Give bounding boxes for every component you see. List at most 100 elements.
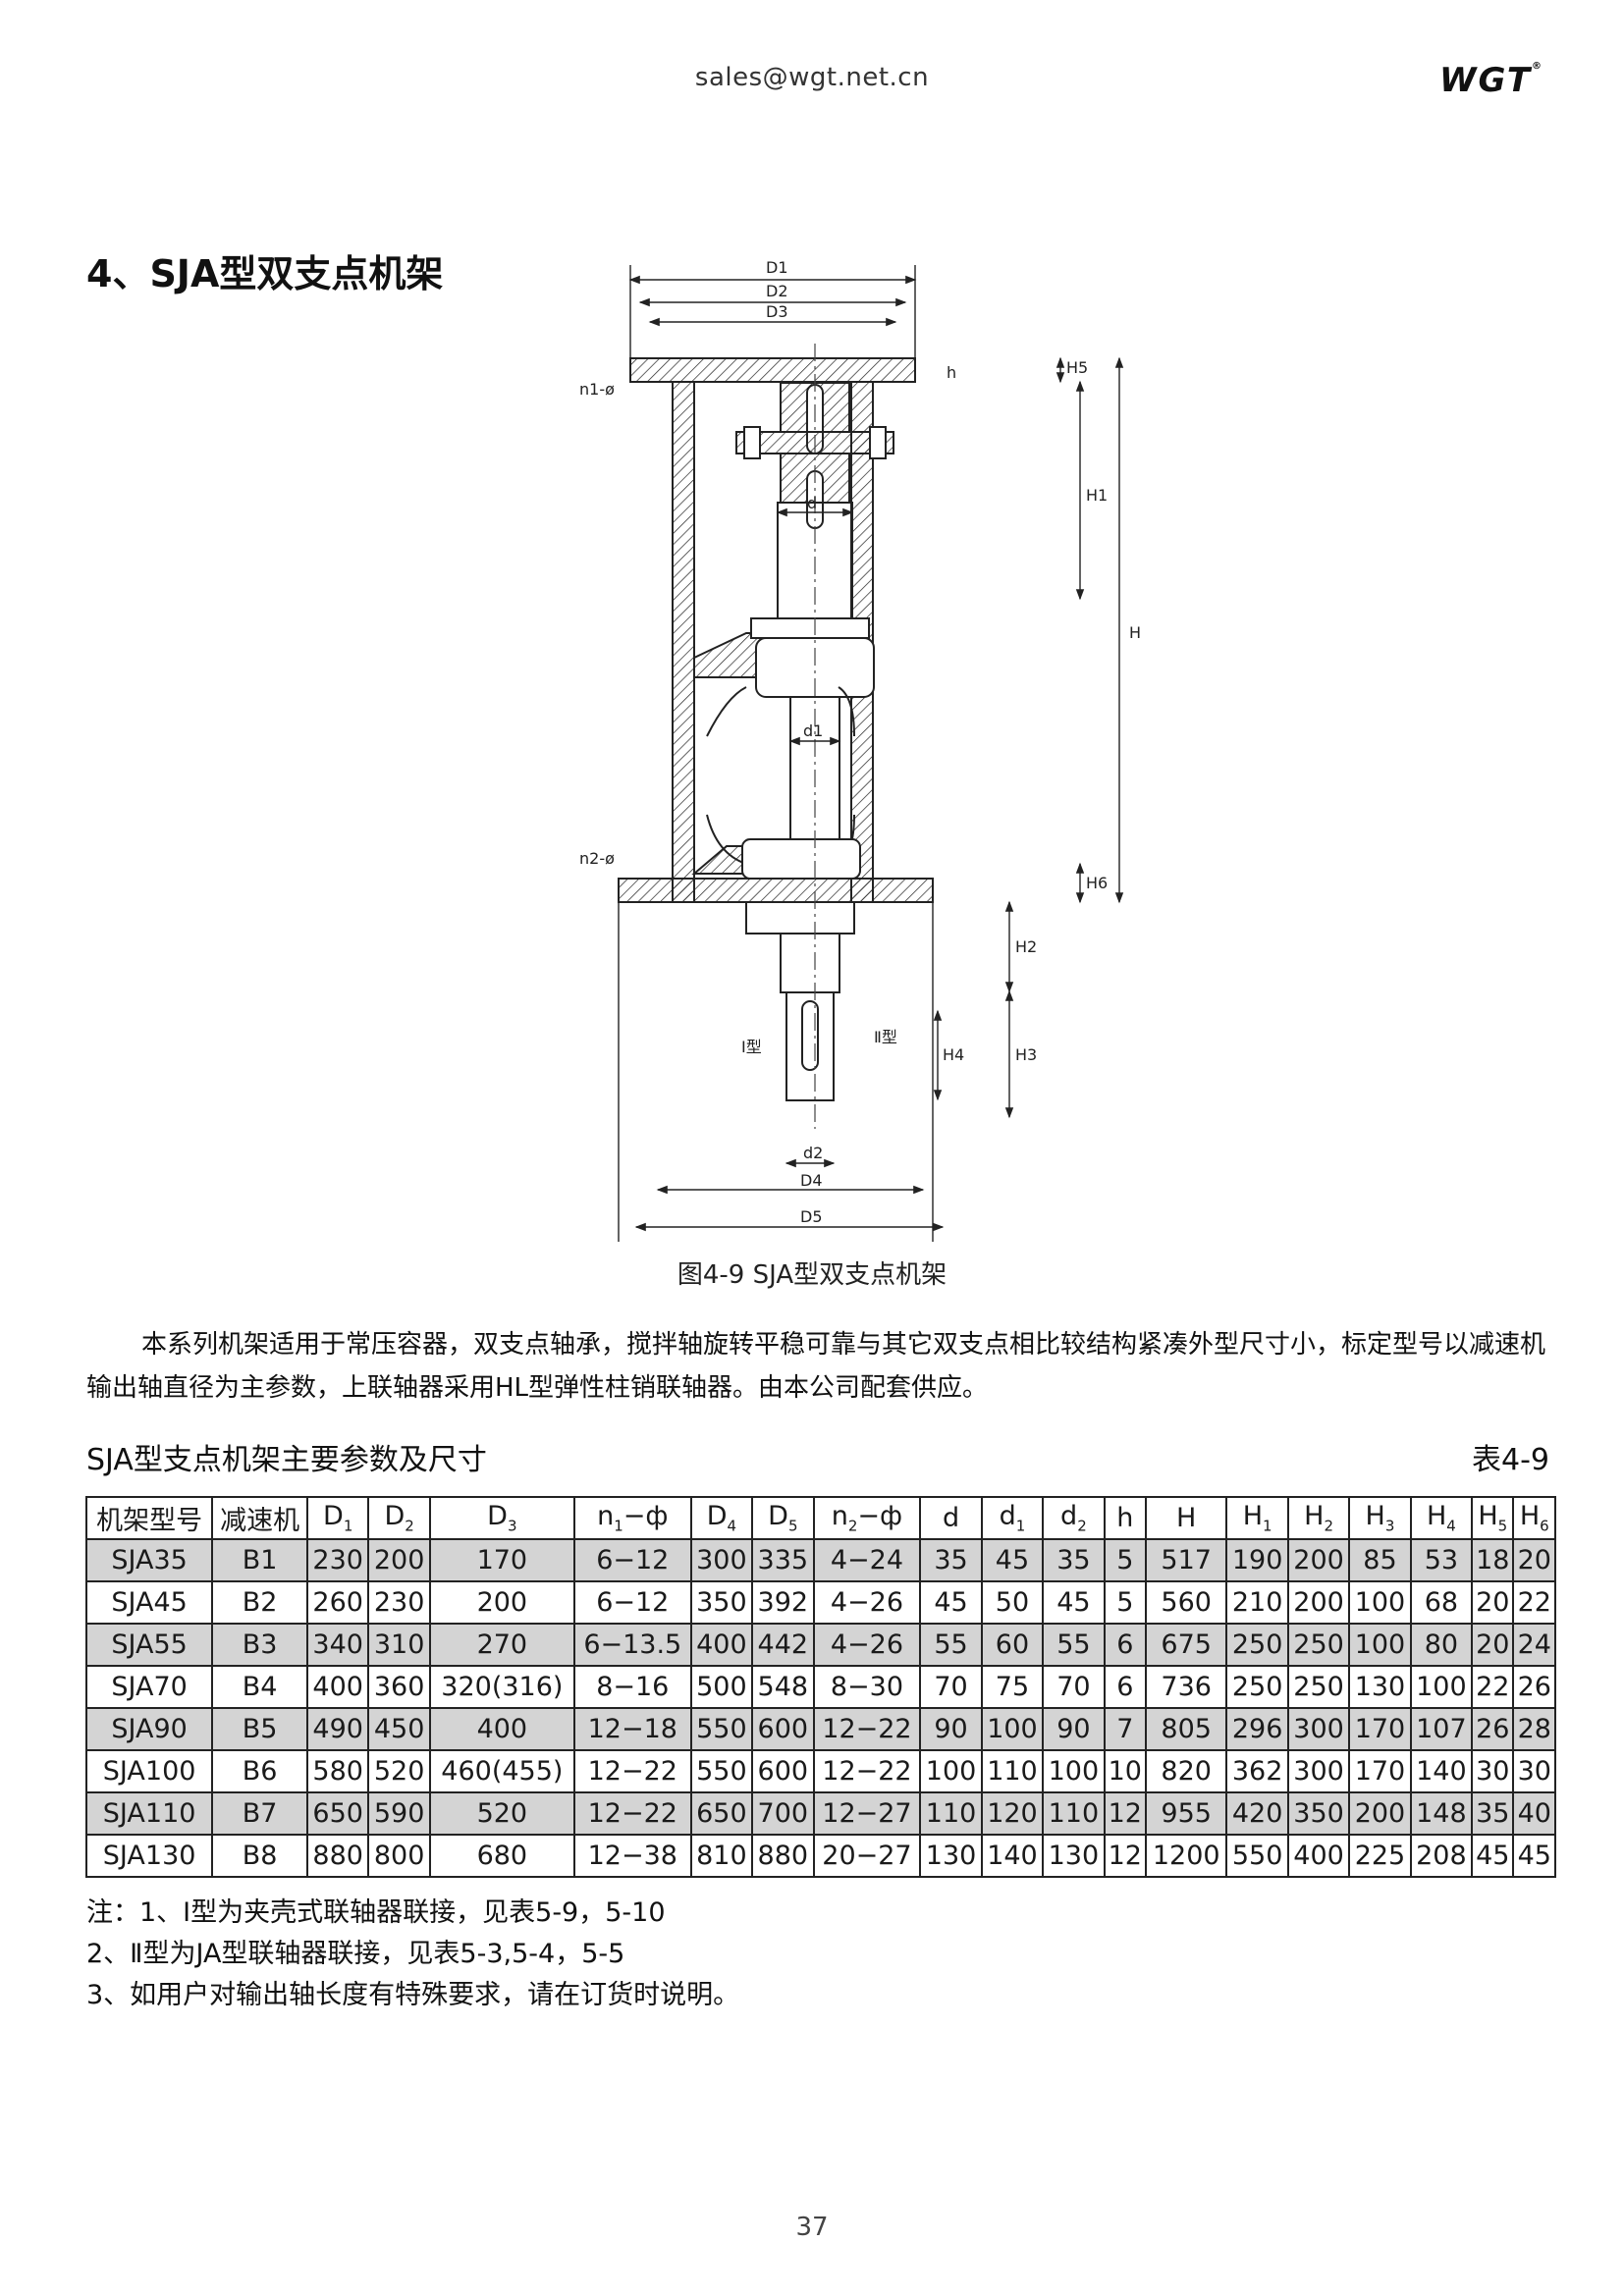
table-cell: 517 [1144, 1538, 1228, 1582]
table-cell: 800 [367, 1834, 431, 1878]
bottom-flange [618, 878, 934, 903]
table-cell: 100 [1409, 1665, 1474, 1709]
lower-bearing [741, 838, 861, 880]
header-text: H [1304, 1501, 1325, 1532]
table-cell: 10 [1103, 1749, 1147, 1793]
coupling-bolt-right [869, 426, 887, 459]
table-cell: 53 [1409, 1538, 1474, 1582]
table-cell: 130 [919, 1834, 983, 1878]
table-cell: 810 [689, 1834, 754, 1878]
table-cell: 190 [1225, 1538, 1289, 1582]
table-cell: 340 [305, 1623, 370, 1667]
table-cell: 110 [919, 1791, 983, 1836]
table-cell: B3 [211, 1623, 308, 1667]
table-cell: 442 [751, 1623, 815, 1667]
table-cell: 520 [428, 1791, 575, 1836]
table-cell: 550 [689, 1749, 754, 1793]
table-cell: SJA90 [84, 1707, 214, 1751]
header-text: 机架型号 [96, 1506, 203, 1536]
table-header-cell: D1 [305, 1496, 370, 1540]
table-cell: 560 [1144, 1580, 1228, 1625]
table-header-cell: D3 [428, 1496, 575, 1540]
table-cell: 880 [751, 1834, 815, 1878]
table-header-cell: d [919, 1496, 983, 1540]
shaft-lower-step [780, 933, 840, 993]
header-subscript: 3 [1384, 1517, 1395, 1535]
table-cell: 35 [919, 1538, 983, 1582]
table-cell: 7 [1103, 1707, 1147, 1751]
table-cell: 107 [1409, 1707, 1474, 1751]
label-n1: n1-ø [579, 380, 615, 399]
table-cell: 12−18 [572, 1707, 692, 1751]
table-cell: 225 [1348, 1834, 1412, 1878]
header-subscript: 1 [343, 1517, 353, 1535]
table-cell: B7 [211, 1791, 308, 1836]
table-cell: 460(455) [428, 1749, 575, 1793]
table-cell: 210 [1225, 1580, 1289, 1625]
brand-logo: WGT® [1439, 61, 1543, 100]
table-cell: 110 [980, 1749, 1045, 1793]
header-text: H [1176, 1503, 1197, 1533]
table-header-cell: H5 [1471, 1496, 1515, 1540]
table-cell: 100 [919, 1749, 983, 1793]
header-subscript: 1 [1263, 1517, 1272, 1535]
table-cell: 70 [919, 1665, 983, 1709]
table-cell: 736 [1144, 1665, 1228, 1709]
dim-D4: D4 [800, 1171, 823, 1190]
table-cell: 650 [305, 1791, 370, 1836]
table-cell: 12 [1103, 1791, 1147, 1836]
table-cell: 68 [1409, 1580, 1474, 1625]
header-subscript: 5 [1497, 1517, 1508, 1535]
table-cell: 45 [1042, 1580, 1106, 1625]
dim-H1: H1 [1086, 486, 1108, 505]
table-cell: B2 [211, 1580, 308, 1625]
table-cell: 500 [689, 1665, 754, 1709]
top-flange [629, 357, 916, 383]
dim-d2: d2 [803, 1144, 823, 1162]
table-cell: 400 [305, 1665, 370, 1709]
table-cell: 420 [1225, 1791, 1289, 1836]
header-subscript: 3 [507, 1517, 517, 1535]
header-subscript: 2 [847, 1517, 858, 1535]
table-cell: 400 [1286, 1834, 1351, 1878]
header-text: d [999, 1501, 1016, 1532]
table-cell: 26 [1471, 1707, 1515, 1751]
notes: 注：1、Ⅰ型为夹壳式联轴器联接，见表5-9，5-10 2、Ⅱ型为JA型联轴器联接… [86, 1893, 739, 2016]
dim-H3: H3 [1015, 1045, 1037, 1064]
housing-curves-upper [706, 686, 855, 737]
table-cell: 140 [1409, 1749, 1474, 1793]
table-cell: 296 [1225, 1707, 1289, 1751]
lower-bearing-cap [745, 901, 855, 934]
table-header-cell: 机架型号 [84, 1496, 214, 1540]
table-cell: 250 [1286, 1623, 1351, 1667]
table-cell: 60 [980, 1623, 1045, 1667]
table-cell: 12 [1103, 1834, 1147, 1878]
table-cell: 35 [1471, 1791, 1515, 1836]
logo-text: WGT [1439, 61, 1533, 100]
table-cell: 700 [751, 1791, 815, 1836]
table-cell: 250 [1225, 1665, 1289, 1709]
table-cell: SJA70 [84, 1665, 214, 1709]
table-cell: 100 [1042, 1749, 1106, 1793]
registered-mark: ® [1532, 61, 1544, 72]
table-cell: 600 [751, 1707, 815, 1751]
header-subscript: 6 [1540, 1517, 1549, 1535]
frame-technical-drawing: D1 D2 D3 D4 D5 n1-ø n2-ø d d1 d2 h H H1 … [579, 258, 1141, 1242]
table-cell: 675 [1144, 1623, 1228, 1667]
table-cell: 400 [689, 1623, 754, 1667]
intro-paragraph: 本系列机架适用于常压容器，双支点轴承，搅拌轴旋转平稳可靠与其它双支点相比较结构紧… [86, 1330, 1546, 1403]
table-header-cell: D4 [689, 1496, 754, 1540]
table-cell: 590 [367, 1791, 431, 1836]
table-cell: 392 [751, 1580, 815, 1625]
upper-bearing [755, 637, 875, 698]
table-cell: 24 [1512, 1623, 1556, 1667]
dim-H6: H6 [1086, 874, 1108, 892]
table-cell: 90 [919, 1707, 983, 1751]
table-header-cell: H3 [1348, 1496, 1412, 1540]
